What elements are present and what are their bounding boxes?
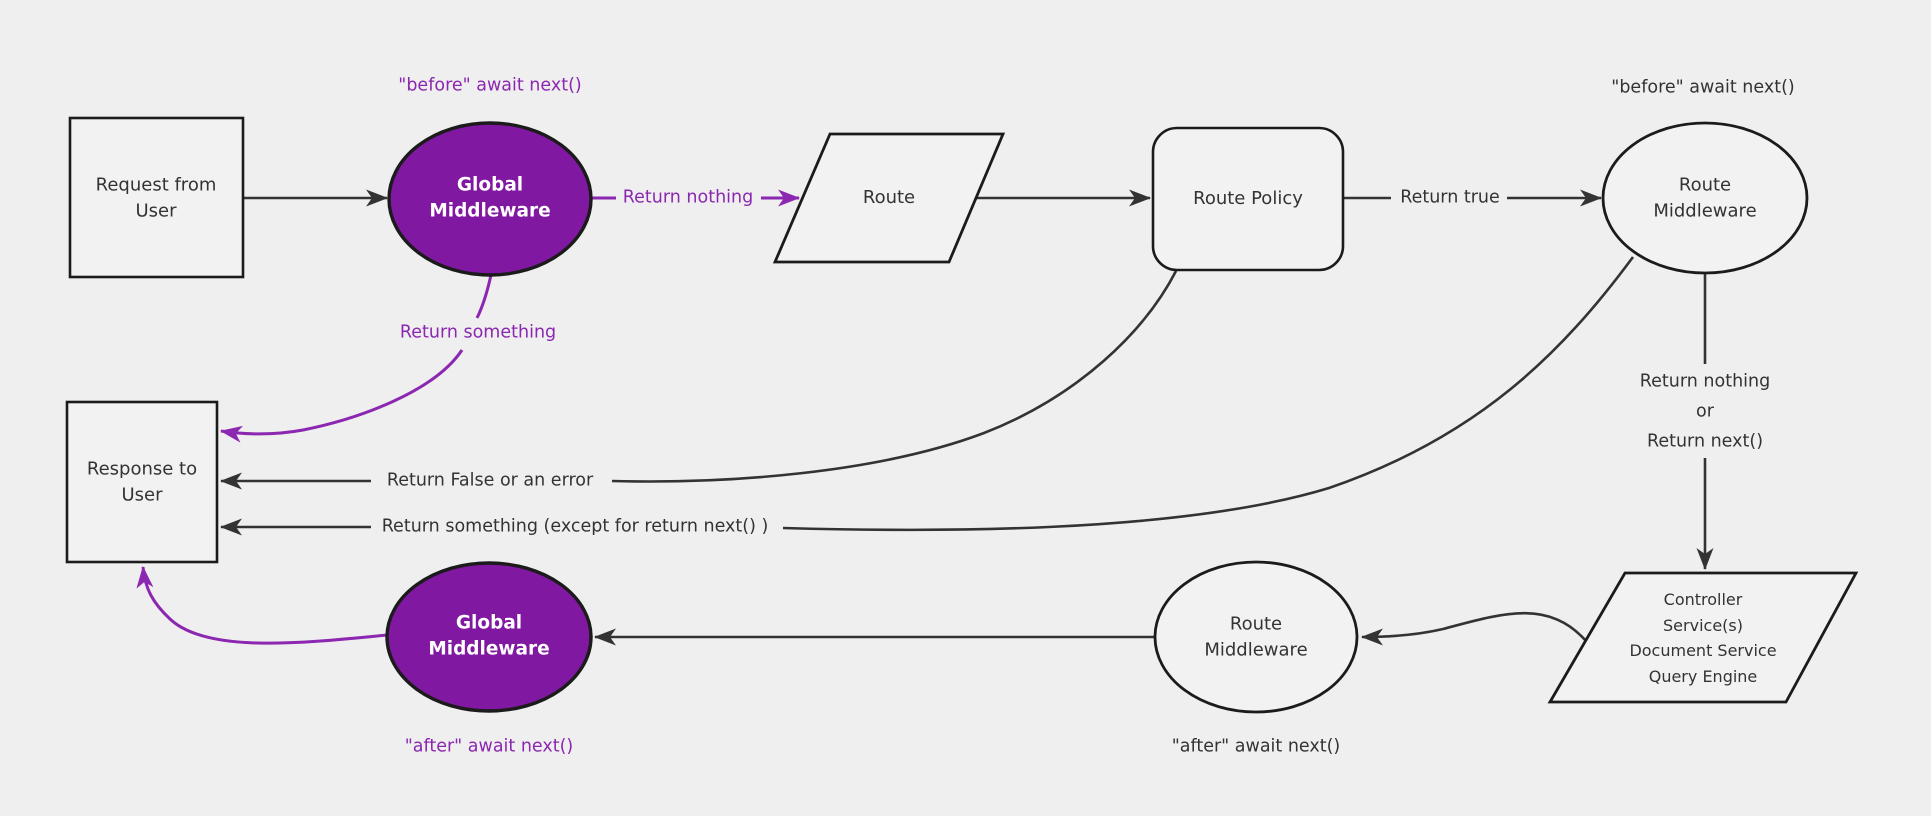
node-route-policy-label: Route Policy (1193, 188, 1303, 210)
node-global-middleware-after-shape (385, 561, 593, 713)
edge-label-return-something: Return something (399, 322, 557, 343)
edge-global-middleware-after-to-response (136, 566, 388, 645)
nodes-layer (65, 116, 1859, 714)
edge-route-policy-to-label-return-false (611, 270, 1178, 483)
node-route-policy-shape (1151, 126, 1345, 272)
node-controller-label: Controller Service(s) Document Service Q… (1629, 589, 1777, 686)
annotation-after-route-middleware: "after" await next() (1171, 736, 1341, 757)
node-route-middleware-after-label: Route Middleware (1204, 613, 1308, 660)
edge-label-return-nothing-or-next: Return nothing or Return next() (1639, 371, 1771, 451)
edges-dark (220, 189, 1714, 646)
node-controller-shape (1547, 571, 1859, 704)
edges-purple (136, 189, 800, 645)
node-route-middleware-before-shape (1601, 121, 1809, 275)
edge-global-middleware-to-label-return-something (475, 274, 493, 319)
node-global-middleware-before-label: Global Middleware (429, 174, 551, 222)
node-route-middleware-before-label: Route Middleware (1653, 174, 1757, 221)
node-response-label: Response to User (86, 458, 198, 505)
node-response-shape (65, 400, 219, 564)
annotation-before-global-middleware: "before" await next() (398, 75, 582, 96)
edge-label-return-false-or-error: Return False or an error (386, 470, 594, 491)
node-route-label: Route (862, 187, 916, 209)
node-route-middleware-after-shape (1153, 560, 1359, 714)
edge-label-return-something-to-response (220, 349, 464, 443)
annotation-after-global-middleware: "after" await next() (404, 736, 574, 757)
node-global-middleware-after-label: Global Middleware (428, 612, 550, 660)
node-route-shape (772, 132, 1006, 264)
edge-label-return-nothing: Return nothing (622, 187, 754, 208)
edge-route-middleware-to-label-return-something-except (782, 256, 1635, 532)
node-global-middleware-before-shape (387, 121, 593, 277)
edge-label-return-something-except: Return something (except for return next… (381, 516, 769, 537)
annotation-before-route-middleware: "before" await next() (1611, 77, 1795, 98)
edge-controller-to-route-middleware-after (1361, 611, 1587, 646)
edge-label-return-true: Return true (1400, 187, 1500, 208)
node-request-shape (68, 116, 245, 279)
node-request-label: Request from User (95, 174, 217, 221)
